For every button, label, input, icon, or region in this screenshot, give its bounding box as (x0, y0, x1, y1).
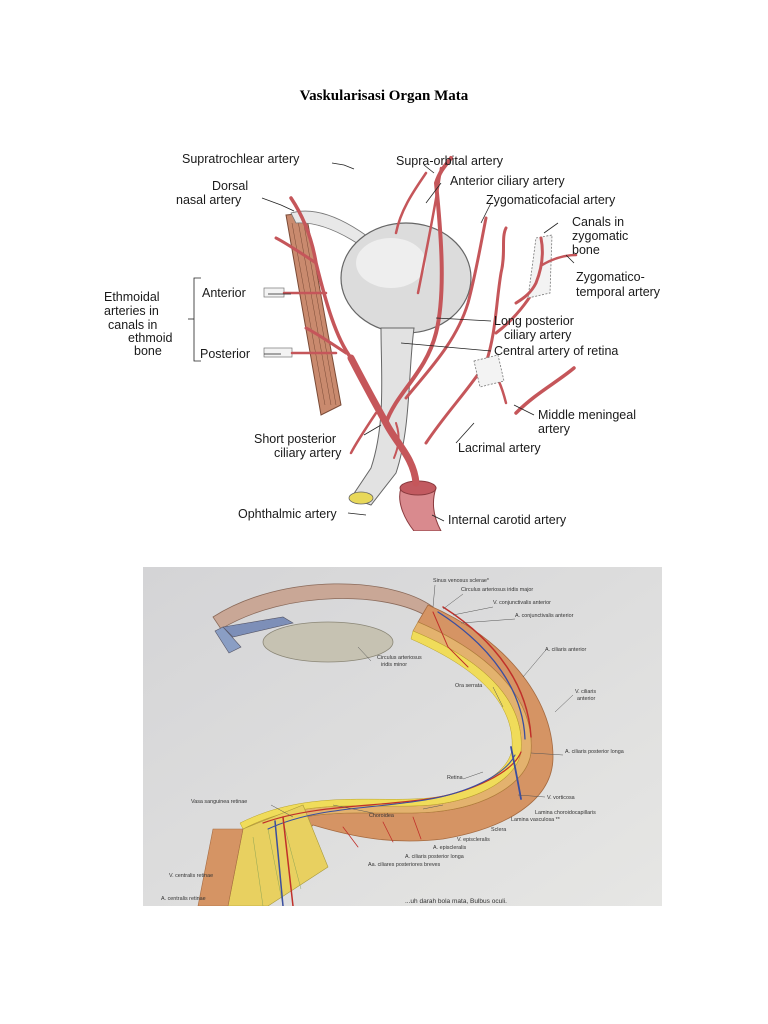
label-dorsal-nasal-1: Dorsal (212, 179, 248, 193)
fig2-leader-lines (270, 584, 574, 818)
label-a-centralis: A. centralis retinae (161, 896, 206, 902)
label-anterior-ciliary: Anterior ciliary artery (450, 174, 565, 188)
lens (262, 621, 394, 663)
label-lamina-vasc: Lamina vasculosa ** (511, 817, 561, 823)
label-zygtemp-2: temporal artery (576, 285, 661, 299)
label-choroidea: Choroidea (369, 813, 394, 819)
label-retina: Retina (447, 775, 463, 781)
ciliary-body (214, 626, 242, 654)
label-short-posterior-1: Short posterior (254, 432, 336, 446)
eyeball-crosssection-svg: Sinus venosus sclerae* Circulus arterios… (143, 567, 662, 906)
label-ethmoidal-3: canals in (108, 318, 157, 332)
label-anterior: Anterior (202, 286, 246, 300)
label-internal-carotid: Internal carotid artery (448, 513, 567, 527)
ophthalmic-artery-svg: Supratrochlear artery Supra-orbital arte… (104, 152, 661, 531)
label-a-conj-ant: A. conjunctivalis anterior (515, 613, 574, 619)
vessel-network (262, 606, 532, 906)
label-sclera: Sclera (491, 827, 506, 833)
label-v-centralis: V. centralis retinae (169, 873, 213, 879)
label-a-ciliaris-ant: A. ciliaris anterior (545, 647, 587, 653)
optic-nerve-fibers (252, 820, 302, 906)
label-a-cil-post-longa: A. ciliaris posterior longa (565, 749, 624, 755)
label-ethmoidal-4: ethmoid (128, 331, 173, 345)
label-caption-fragment: ...uh darah bola mata, Bulbus oculi. (405, 898, 507, 905)
label-v-ciliaris-ant-1: V. ciliaris (575, 689, 596, 695)
label-zygomaticofacial: Zygomaticofacial artery (486, 193, 616, 207)
eyeball-crosssection-photo: Sinus venosus sclerae* Circulus arterios… (143, 567, 662, 906)
label-ethmoidal-5: bone (134, 344, 162, 358)
label-dorsal-nasal-2: nasal artery (176, 193, 242, 207)
label-ophthalmic: Ophthalmic artery (238, 507, 337, 521)
ophthalmic-artery-illustration: Supratrochlear artery Supra-orbital arte… (96, 143, 676, 531)
artery-network (274, 156, 576, 487)
retina-layer (239, 630, 522, 830)
label-canals-3: bone (572, 243, 600, 257)
label-sinus-venosus: Sinus venosus sclerae* (433, 578, 490, 584)
label-zygtemp-1: Zygomatico- (576, 270, 645, 284)
label-circulus-minor-1: Circulus arteriosus (377, 655, 422, 661)
label-v-ciliaris-ant-2: anterior (577, 696, 595, 702)
label-lacrimal: Lacrimal artery (458, 441, 541, 455)
label-circulus-minor-2: iridis minor (381, 662, 407, 668)
label-middle-meningeal-1: Middle meningeal (538, 408, 636, 422)
label-canals-1: Canals in (572, 215, 624, 229)
label-a-cil-post-longa-2: A. ciliaris posterior longa (405, 854, 464, 860)
label-aa-cil-post-breves: Aa. ciliares posteriores breves (368, 862, 441, 868)
label-ethmoidal-1: Ethmoidal (104, 290, 160, 304)
label-v-conj-ant: V. conjunctivalis anterior (493, 600, 551, 606)
label-middle-meningeal-2: artery (538, 422, 571, 436)
label-short-posterior-2: ciliary artery (274, 446, 342, 460)
iris (222, 616, 294, 638)
eyeball-highlight (356, 238, 426, 288)
meningeal-canal (473, 354, 505, 388)
label-v-vorticosa: V. vorticosa (547, 795, 575, 801)
posterior-ethmoidal-canal (263, 347, 293, 358)
label-supratrochlear: Supratrochlear artery (182, 152, 300, 166)
dural-sheath (197, 828, 244, 906)
label-long-posterior-2: ciliary artery (504, 328, 572, 342)
label-lamina-chorio: Lamina choroidocapillaris (535, 810, 596, 816)
label-long-posterior-1: Long posterior (494, 314, 574, 328)
oblique-muscle (285, 212, 342, 416)
label-canals-2: zygomatic (572, 229, 628, 243)
muscle-striations (291, 218, 337, 406)
label-vasa-sanguinea: Vasa sanguinea retinae (191, 799, 247, 805)
zygomaticotemporal-branch (540, 253, 578, 267)
label-posterior: Posterior (200, 347, 250, 361)
leader-lines (261, 162, 575, 522)
ethmoidal-bracket (193, 277, 201, 362)
internal-carotid-artery (399, 487, 442, 531)
label-circulus-major: Circulus arteriosus iridis major (461, 587, 533, 593)
label-ethmoidal-2: arteries in (104, 304, 159, 318)
label-ora-serrata: Ora serrata (455, 683, 482, 689)
anterior-ethmoidal-canal (263, 287, 285, 298)
optic-nerve-cut-end (348, 491, 374, 505)
label-a-episcleralis: A. episcleralis (433, 845, 467, 851)
zygomatic-artery (514, 236, 544, 305)
label-central-retina: Central artery of retina (494, 344, 618, 358)
document-title: Vaskularisasi Organ Mata (299, 88, 469, 104)
label-v-episcleralis: V. episcleralis (457, 837, 490, 843)
label-supraorbital: Supra-orbital artery (396, 154, 504, 168)
